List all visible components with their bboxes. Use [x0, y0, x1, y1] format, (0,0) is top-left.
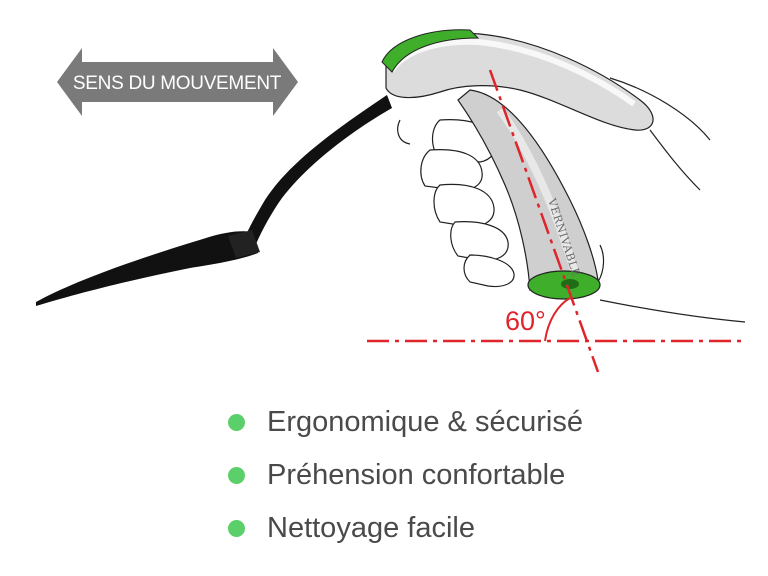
green-dot-bullet-icon: [228, 467, 245, 484]
feature-item: Nettoyage facile: [228, 502, 583, 555]
feature-item: Préhension confortable: [228, 449, 583, 502]
angle-label: 60°: [505, 306, 546, 336]
movement-direction-label: SENS DU MOUVEMENT: [73, 73, 282, 94]
hand-outline: [397, 77, 746, 323]
feature-label: Nettoyage facile: [267, 512, 475, 544]
green-dot-bullet-icon: [228, 520, 245, 537]
movement-direction-arrow: SENS DU MOUVEMENT: [57, 48, 298, 116]
feature-list: Ergonomique & sécurisé Préhension confor…: [228, 396, 583, 555]
feature-label: Ergonomique & sécurisé: [267, 406, 583, 438]
ergonomic-handle: VERNIVABLE: [381, 29, 654, 300]
green-dot-bullet-icon: [228, 414, 245, 431]
feature-label: Préhension confortable: [267, 459, 566, 491]
scraper-blade: [36, 95, 392, 306]
product-illustration: SENS DU MOUVEMENT VERNIVABLE: [36, 29, 746, 373]
double-arrow-icon: [57, 48, 298, 116]
angle-guides: [367, 69, 745, 373]
feature-item: Ergonomique & sécurisé: [228, 396, 583, 449]
